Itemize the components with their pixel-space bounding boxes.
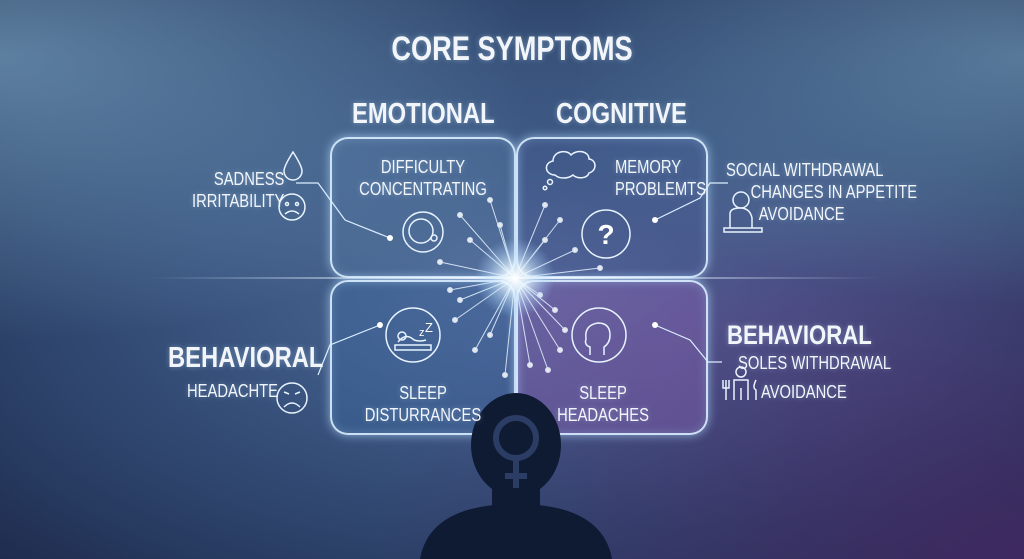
ray-dot [572,247,578,253]
ray-dot [502,372,508,378]
right-behavioral-heading: BEHAVIORAL [727,320,872,350]
svg-text:z: z [419,327,425,339]
question-mark-icon [581,209,631,259]
ray-dot [452,317,458,323]
ray-dot [467,237,473,243]
ray-dot [545,367,551,373]
center-burst [475,238,555,318]
distressed-face-icon [276,382,308,414]
teardrop-icon [283,150,303,181]
female-symbol-icon [493,415,539,488]
ray-dot [457,212,463,218]
focus-circle-icon [402,211,444,253]
ray-dot [457,297,463,303]
ray-dot [557,347,563,353]
ray-dot [447,287,453,293]
page-title: CORE SYMPTOMS [391,30,633,68]
svg-text:Z: Z [425,320,433,335]
sad-face-icon [278,193,306,221]
ray-dot [487,197,493,203]
ray-dot [562,327,568,333]
person-at-desk-icon [723,191,763,233]
header-cognitive: COGNITIVE [556,98,687,130]
person-silhouette [420,393,612,559]
ray-dot [597,265,603,271]
svg-text:?: ? [597,219,614,250]
left-behavioral-heading: BEHAVIORAL [168,342,324,374]
ray-dot [437,259,443,265]
ray-dot [542,237,548,243]
sleeping-person-icon [385,307,441,363]
ray-dot [527,362,533,368]
person-fork-knife-icon [722,366,757,400]
ray-dot [542,202,548,208]
header-emotional: EMOTIONAL [352,98,495,130]
thought-cloud-icon [542,150,596,191]
ray-dot [472,347,478,353]
ray-dot [497,222,503,228]
ray-dot [487,332,493,338]
ray-dot [557,217,563,223]
connector-lines [296,182,728,376]
ray-dot [552,307,558,313]
head-profile-icon [571,307,627,363]
left-bottom-label: HEADACHTE [187,381,279,401]
